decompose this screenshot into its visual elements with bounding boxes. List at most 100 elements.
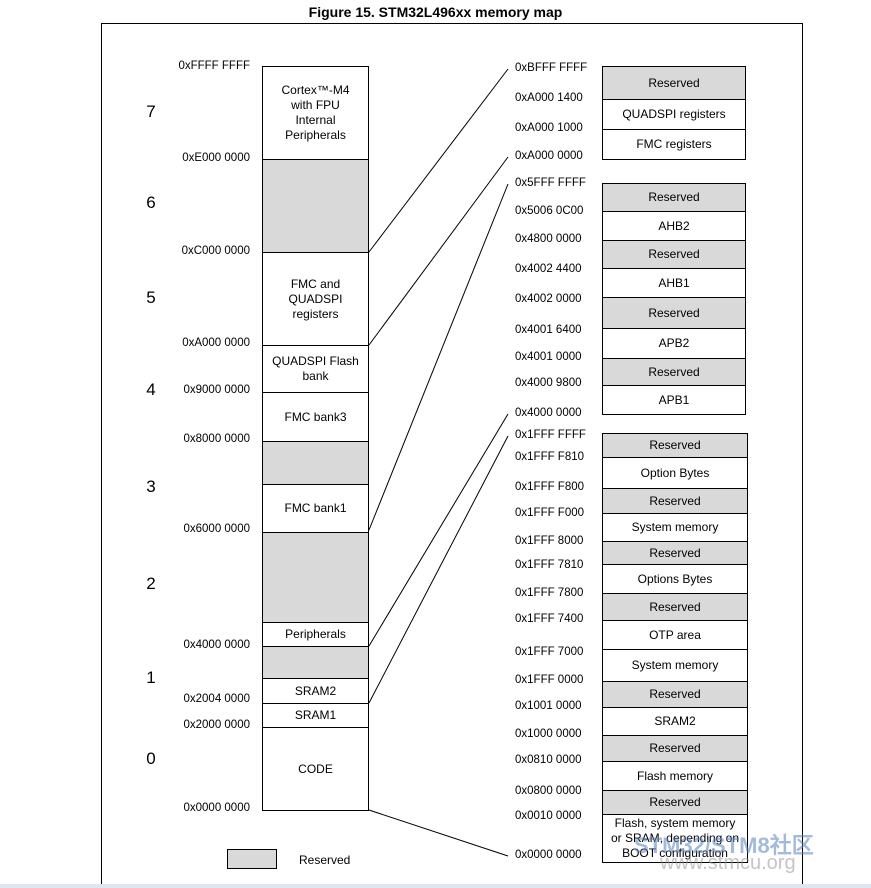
- address-label: 0x1FFF F810: [515, 451, 585, 463]
- block-label: CODE: [298, 761, 333, 776]
- reserved-block: Reserved: [602, 541, 748, 565]
- block-label: AHB1: [658, 275, 690, 290]
- memory-block: FMC bank1: [262, 484, 369, 533]
- reserved-block: Reserved: [602, 297, 746, 329]
- address-label: 0x1FFF 7000: [515, 646, 584, 658]
- block-label: Reserved: [649, 599, 701, 614]
- block-label: Reserved: [648, 190, 700, 204]
- watermark-url: www.stmcu.org: [660, 852, 796, 874]
- memory-block: FMC registers: [602, 129, 746, 160]
- memory-block: QUADSPI registers: [602, 99, 746, 130]
- address-label: 0x6000 0000: [183, 523, 250, 535]
- block-label: Reserved: [649, 545, 701, 560]
- region-number: 6: [146, 193, 156, 212]
- region-number: 0: [146, 749, 156, 768]
- region-number: 2: [146, 574, 156, 593]
- block-label: QUADSPI registers: [622, 107, 726, 121]
- address-label: 0x1001 0000: [515, 700, 582, 712]
- address-label: 0x8000 0000: [183, 433, 250, 445]
- block-label: Reserved: [649, 493, 701, 508]
- block-label: Reserved: [649, 687, 701, 701]
- address-label: 0x1FFF FFFF: [515, 429, 586, 441]
- address-label: 0x4000 0000: [515, 407, 582, 419]
- legend-reserved-swatch: [227, 849, 277, 869]
- connector-line: [368, 809, 509, 857]
- reserved-block: [262, 532, 369, 623]
- reserved-block: [262, 646, 369, 679]
- connector-line: [368, 435, 509, 704]
- address-label: 0x4002 4400: [515, 263, 582, 275]
- block-label: SRAM2: [654, 714, 696, 728]
- address-label: 0x0810 0000: [515, 754, 582, 766]
- block-label: Reserved: [649, 438, 701, 452]
- address-label: 0x1FFF 7800: [515, 587, 584, 599]
- block-label: AHB2: [658, 218, 690, 233]
- memory-block: SRAM2: [602, 707, 748, 736]
- address-label: 0x4001 6400: [515, 324, 582, 336]
- reserved-block: Reserved: [602, 681, 748, 708]
- address-label: 0x0010 0000: [515, 810, 582, 822]
- block-label: Option Bytes: [640, 465, 710, 480]
- address-label: 0x4000 0000: [183, 639, 250, 651]
- address-label: 0xA000 0000: [182, 337, 250, 349]
- memory-block: Flash memory: [602, 761, 748, 791]
- address-label: 0xE000 0000: [182, 152, 250, 164]
- region-number: 4: [146, 380, 156, 399]
- block-label: OTP area: [649, 627, 701, 642]
- block-label: SRAM1: [294, 708, 337, 722]
- memory-block: System memory: [602, 649, 748, 682]
- address-label: 0x1FFF F000: [515, 507, 585, 519]
- block-label: Reserved: [648, 75, 700, 90]
- memory-block: SRAM1: [262, 703, 369, 728]
- address-label: 0x1FFF F800: [515, 481, 585, 493]
- address-label: 0x1000 0000: [515, 728, 582, 740]
- reserved-block: Reserved: [602, 183, 746, 212]
- reserved-block: Reserved: [602, 488, 748, 514]
- address-label: 0x9000 0000: [183, 384, 250, 396]
- legend-reserved-label: Reserved: [299, 853, 351, 867]
- block-label: Flash memory: [636, 768, 713, 783]
- address-label: 0x4800 0000: [515, 233, 582, 245]
- memory-block: OTP area: [602, 620, 748, 650]
- block-label: Reserved: [649, 795, 701, 809]
- memory-block: AHB1: [602, 268, 746, 298]
- address-label: 0x2000 0000: [183, 719, 250, 731]
- address-label: 0x1FFF 7400: [515, 613, 584, 625]
- memory-block: SRAM2: [262, 678, 369, 704]
- block-label: APB2: [658, 336, 690, 350]
- reserved-block: [262, 441, 369, 485]
- memory-block: System memory: [602, 513, 748, 542]
- address-label: 0x1FFF 8000: [515, 535, 584, 547]
- page-bottom-bar: [0, 884, 871, 888]
- block-label: FMC bank3: [284, 409, 347, 424]
- reserved-block: Reserved: [602, 593, 748, 621]
- address-label: 0x1FFF 0000: [515, 674, 584, 686]
- connector-line: [368, 413, 509, 647]
- memory-block: APB2: [602, 328, 746, 359]
- memory-block: Option Bytes: [602, 457, 748, 489]
- reserved-block: [262, 159, 369, 253]
- address-label: 0x0000 0000: [183, 802, 250, 814]
- block-label: System memory: [631, 520, 719, 534]
- block-label: FMC bank1: [284, 501, 347, 515]
- address-label: 0xA000 1400: [515, 92, 583, 104]
- reserved-block: Reserved: [602, 433, 748, 458]
- region-number: 7: [146, 102, 156, 121]
- block-label: Options Bytes: [637, 571, 713, 586]
- address-label: 0x2004 0000: [183, 693, 250, 705]
- block-label: APB1: [658, 392, 690, 407]
- block-label: System memory: [631, 658, 719, 672]
- memory-block: APB1: [602, 385, 746, 415]
- reserved-block: Reserved: [602, 66, 746, 100]
- connector-line: [368, 68, 509, 253]
- memory-block: Options Bytes: [602, 564, 748, 594]
- address-label: 0x4002 0000: [515, 293, 582, 305]
- region-number: 1: [146, 668, 156, 687]
